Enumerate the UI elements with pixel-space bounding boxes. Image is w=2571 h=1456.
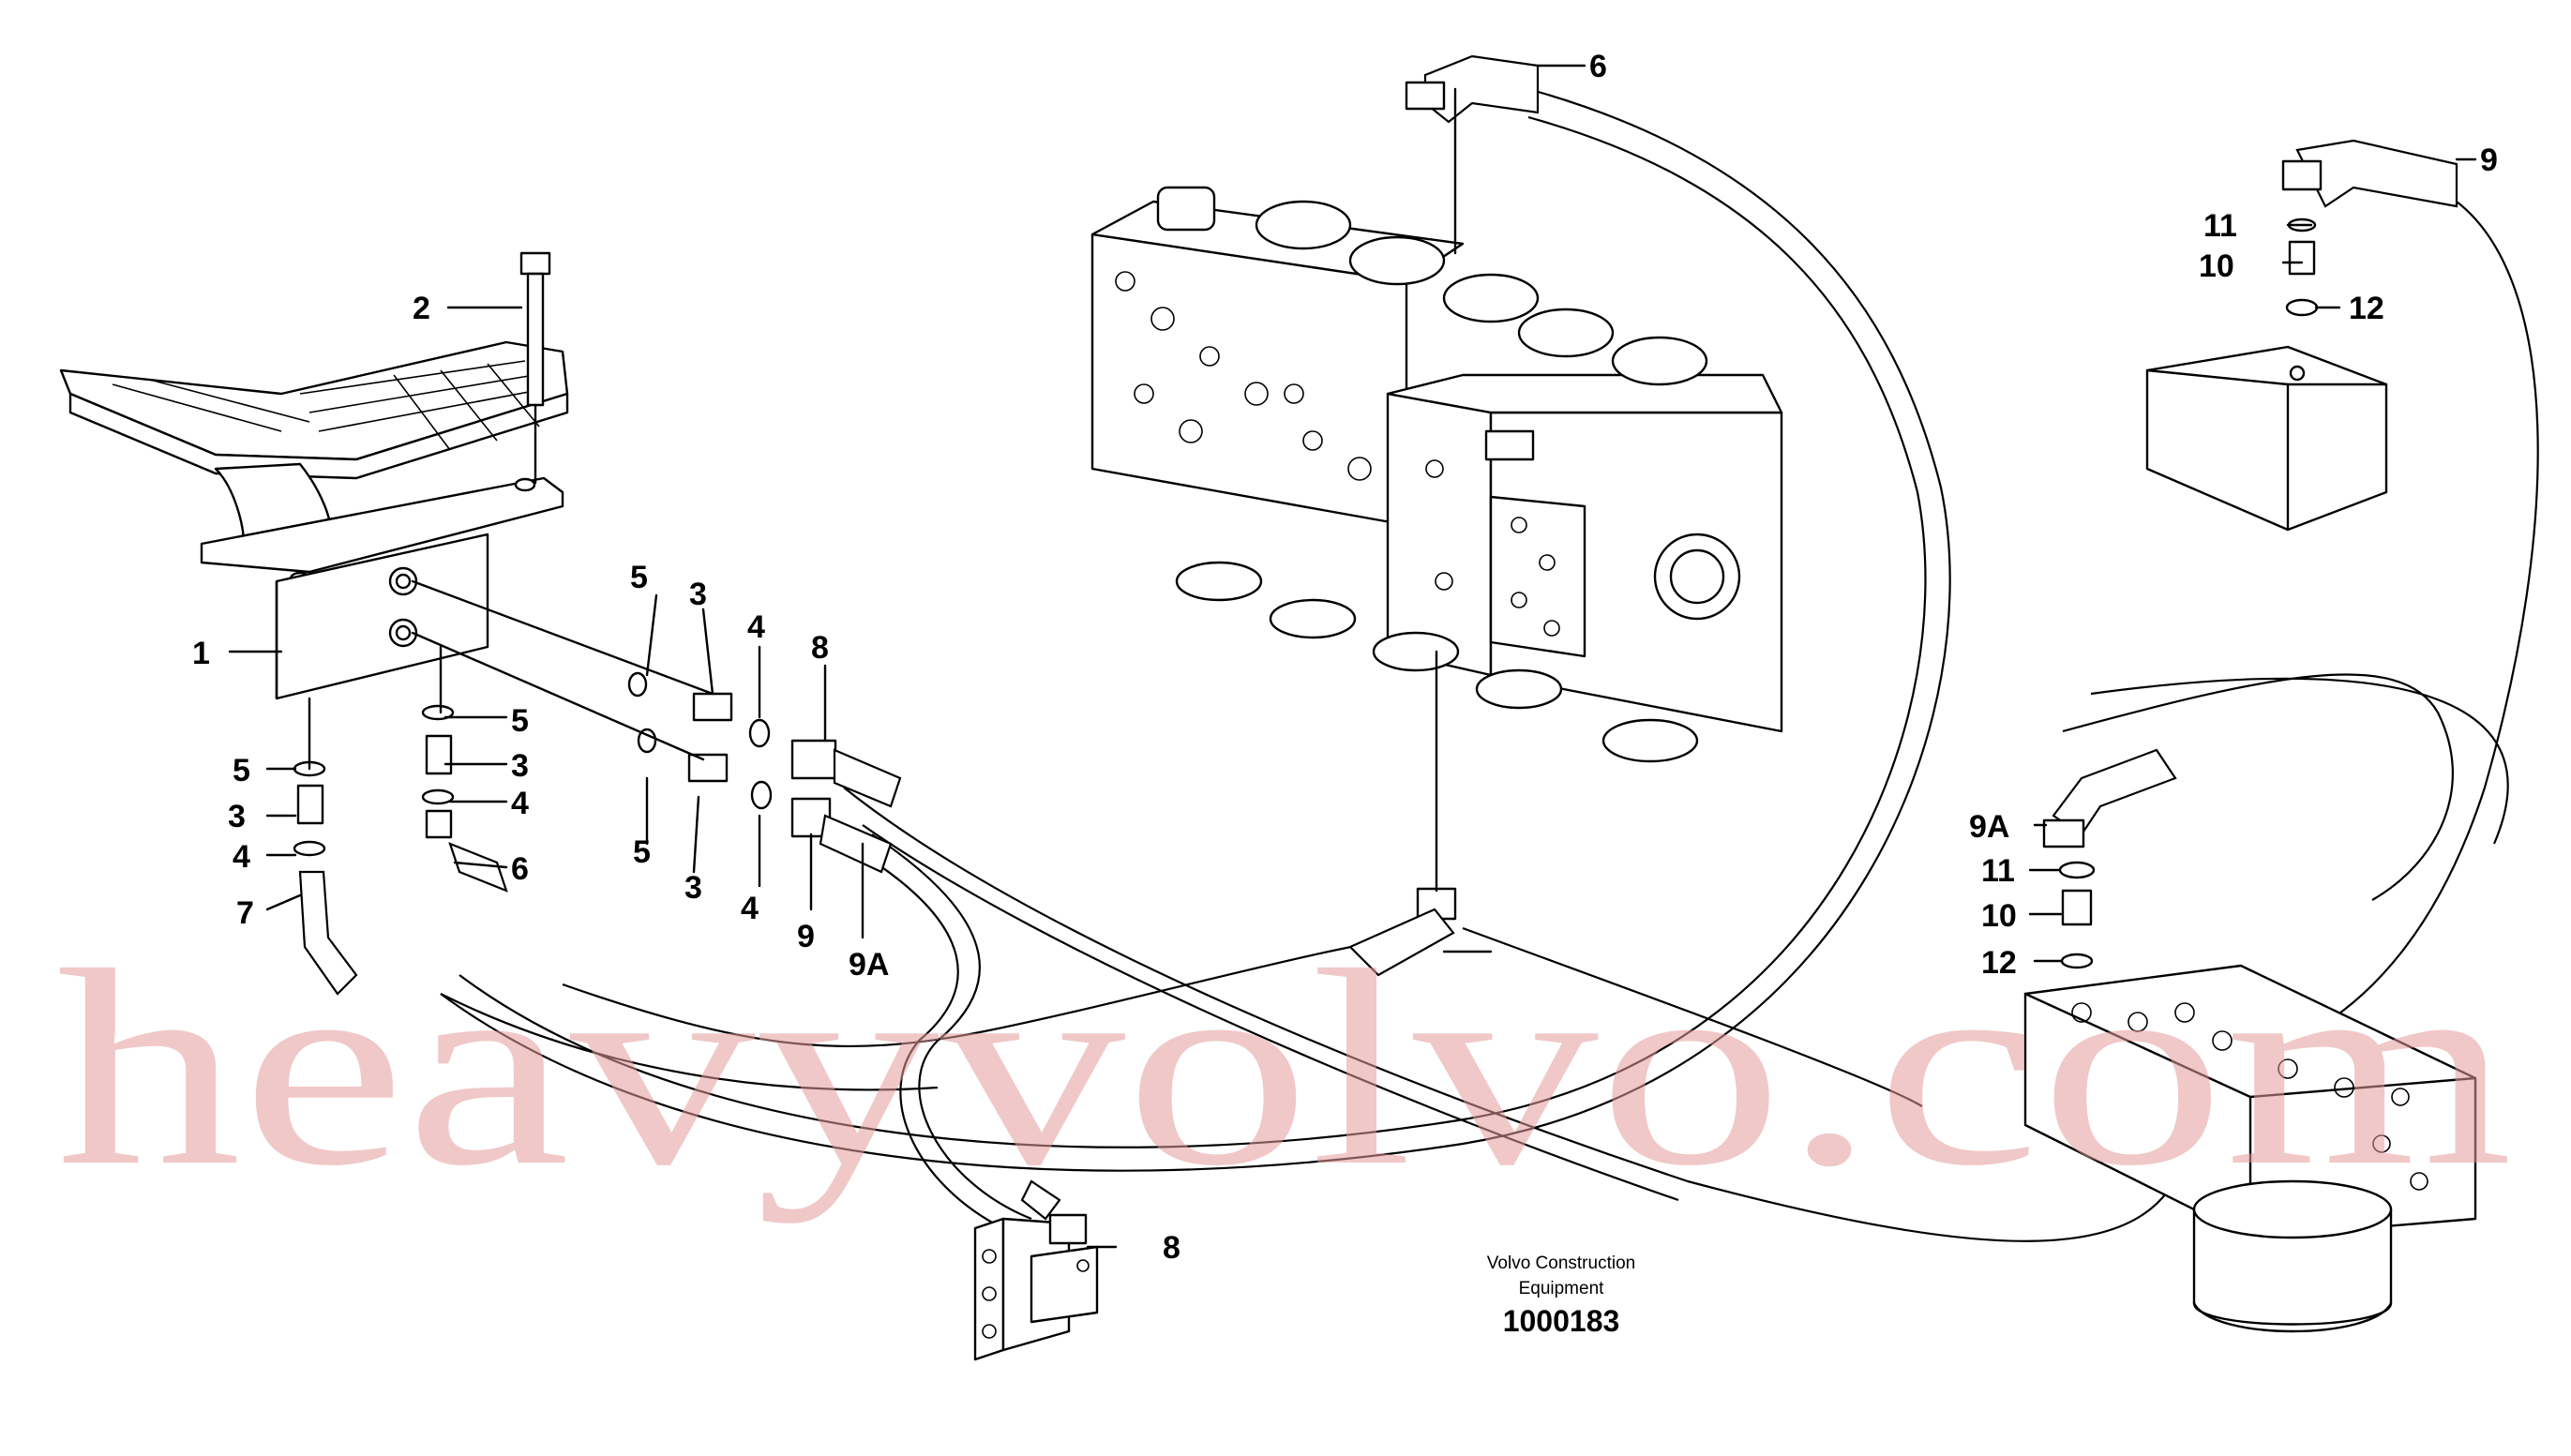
drawing-number: 1000183 [1503, 1304, 1620, 1338]
diagram-caption: Volvo Construction Equipment 1000183 [1487, 1253, 1635, 1338]
callout-4: 4 [747, 609, 765, 645]
callout-9: 9 [797, 919, 815, 954]
callout-4: 4 [741, 891, 759, 926]
callout-11: 11 [1981, 853, 2015, 889]
callout-labels: 1 2 3 3 3 3 4 4 4 4 5 5 5 5 6 6 7 8 8 9 … [192, 49, 2498, 1266]
hose-lines [440, 87, 2539, 1242]
callout-5: 5 [630, 560, 648, 595]
callout-8: 8 [811, 630, 829, 666]
watermark-text: heavyvolvo.com [56, 912, 2513, 1224]
callout-9A: 9A [849, 947, 889, 983]
callout-3: 3 [689, 577, 707, 612]
callout-10: 10 [2199, 248, 2234, 284]
component-box [2145, 345, 2388, 532]
leader-lines [228, 64, 2477, 1249]
foot-pedal-valve [59, 251, 569, 700]
callout-6: 6 [1589, 49, 1607, 84]
callout-2: 2 [413, 291, 430, 326]
callout-3: 3 [684, 870, 702, 906]
caption-line-2: Equipment [1519, 1279, 1605, 1298]
caption-line-1: Volvo Construction [1487, 1253, 1635, 1273]
callout-7: 7 [236, 895, 254, 931]
callout-9: 9 [2480, 143, 2498, 178]
callout-11: 11 [2203, 208, 2237, 244]
callout-5: 5 [511, 703, 529, 739]
callout-9A: 9A [1969, 809, 2009, 845]
callout-12: 12 [2349, 291, 2384, 326]
callout-8: 8 [1163, 1230, 1180, 1266]
callout-6: 6 [511, 851, 529, 887]
callout-1: 1 [192, 636, 210, 671]
main-control-valve [1090, 186, 1783, 763]
manifold-block [2023, 964, 2477, 1333]
bracket [973, 1217, 1099, 1361]
callout-12: 12 [1981, 945, 2017, 981]
callout-3: 3 [228, 799, 246, 834]
callout-3: 3 [511, 748, 529, 784]
fittings [293, 54, 2458, 1245]
callout-10: 10 [1981, 898, 2017, 934]
callout-4: 4 [511, 786, 529, 821]
callout-4: 4 [233, 839, 250, 875]
callout-5: 5 [233, 753, 250, 788]
callout-5: 5 [633, 834, 651, 870]
